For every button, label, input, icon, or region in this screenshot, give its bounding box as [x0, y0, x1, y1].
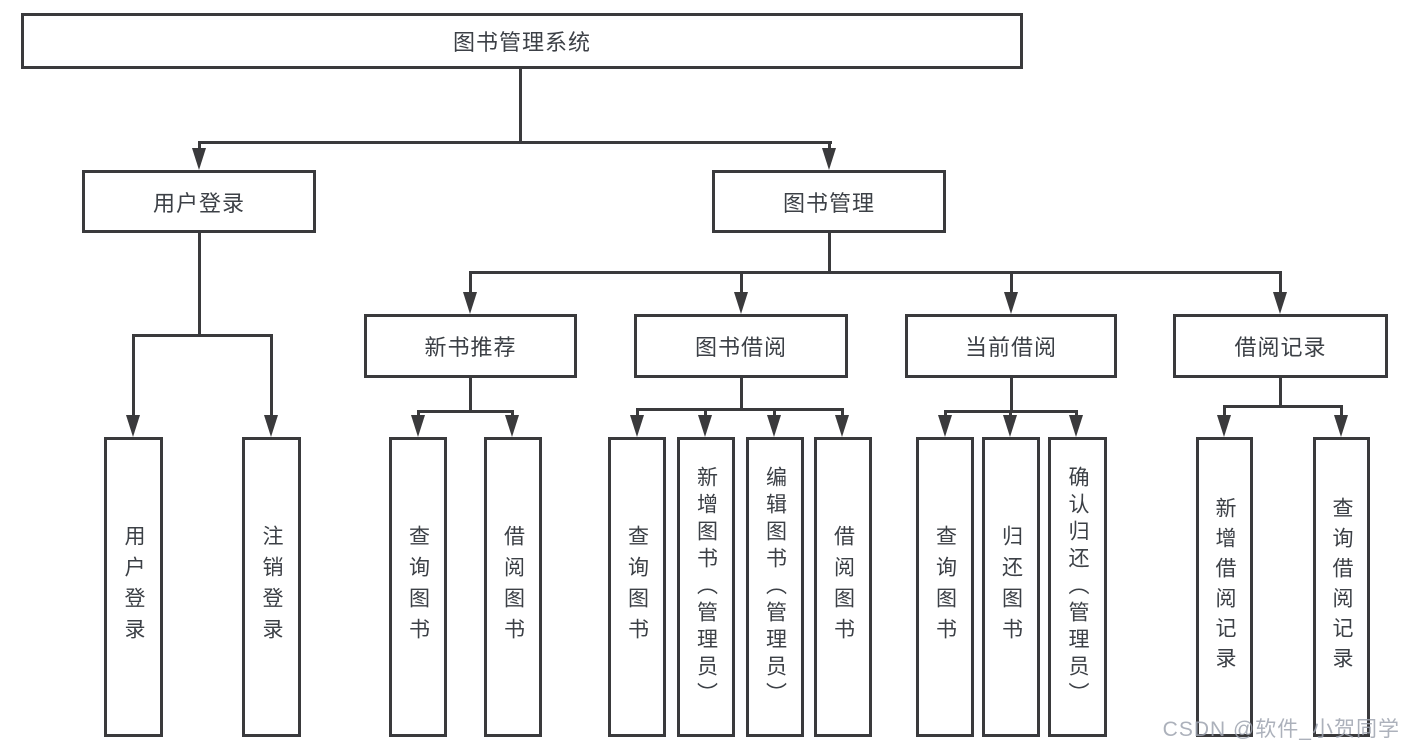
connector-root-to-user-login [198, 141, 201, 151]
node-user-login: 用户登录 [82, 170, 316, 233]
node-book-mgmt-label: 图书管理 [782, 190, 875, 216]
connector-new-book-rec-trunk [469, 378, 472, 412]
connector-root-trunk [519, 69, 522, 143]
connector-to-leaf-user-login [132, 334, 135, 419]
leaf-logout: 注销登录 [242, 437, 301, 737]
connector-to-leaf-logout [270, 334, 273, 419]
leaf-bb-edit-book: 编辑图书（管理员） [746, 437, 804, 737]
connector-borrow-records-hbar [1223, 405, 1343, 408]
node-borrow-records-label: 借阅记录 [1234, 335, 1327, 360]
connector-user-login-hbar [132, 334, 272, 337]
arrow-to-current-borrow [1004, 292, 1018, 314]
connector-to-cb-confirm [1075, 410, 1078, 418]
leaf-bb-borrow-book-label: 借阅图书 [831, 525, 855, 649]
leaf-user-login-label: 用户登录 [122, 525, 145, 649]
leaf-user-login: 用户登录 [104, 437, 163, 737]
leaf-br-query-record: 查询借阅记录 [1313, 437, 1370, 737]
node-book-borrow: 图书借阅 [634, 314, 848, 378]
arrow-to-cb-confirm [1069, 415, 1083, 437]
node-book-mgmt: 图书管理 [712, 170, 946, 233]
leaf-cb-return-book-label: 归还图书 [999, 525, 1023, 649]
arrow-to-user-login [192, 148, 206, 170]
leaf-bb-add-book-label: 新增图书（管理员） [694, 465, 718, 709]
node-root: 图书管理系统 [21, 13, 1023, 69]
leaf-bb-borrow-book: 借阅图书 [814, 437, 872, 737]
connector-borrow-records-trunk [1279, 378, 1282, 407]
arrow-to-book-borrow [734, 292, 748, 314]
connector-book-borrow-trunk [740, 378, 743, 410]
connector-root-hbar [198, 141, 832, 144]
arrow-to-rec-query [411, 415, 425, 437]
arrow-to-borrow-records [1273, 292, 1287, 314]
leaf-cb-confirm-return-label: 确认归还（管理员） [1066, 465, 1089, 709]
connector-to-book-borrow [740, 271, 743, 296]
connector-to-cb-query [944, 410, 947, 418]
connector-to-bb-add [704, 408, 707, 418]
arrow-to-leaf-logout [264, 415, 278, 437]
node-current-borrow: 当前借阅 [905, 314, 1117, 378]
arrow-to-new-book-rec [463, 292, 477, 314]
arrow-to-bb-edit [767, 415, 781, 437]
connector-new-book-rec-hbar [417, 410, 514, 413]
connector-root-to-book-mgmt [828, 141, 831, 151]
arrow-to-bb-add [698, 415, 712, 437]
node-book-borrow-label: 图书借阅 [694, 335, 787, 360]
connector-to-br-query [1340, 405, 1343, 417]
connector-to-rec-borrow [511, 410, 514, 418]
connector-book-borrow-hbar [636, 408, 844, 411]
arrow-to-book-mgmt [822, 148, 836, 170]
connector-to-bb-edit [773, 408, 776, 418]
connector-to-borrow-records [1279, 271, 1282, 296]
connector-to-br-add [1223, 405, 1226, 417]
connector-to-bb-query [636, 408, 639, 418]
leaf-br-query-record-label: 查询借阅记录 [1330, 497, 1353, 677]
node-current-borrow-label: 当前借阅 [964, 335, 1057, 360]
leaf-cb-query-book: 查询图书 [916, 437, 974, 737]
arrow-to-cb-query [938, 415, 952, 437]
leaf-bb-query-book-label: 查询图书 [625, 525, 649, 649]
leaf-br-add-record: 新增借阅记录 [1196, 437, 1253, 737]
connector-to-bb-borrow [841, 408, 844, 418]
leaf-cb-return-book: 归还图书 [982, 437, 1040, 737]
node-root-label: 图书管理系统 [452, 30, 591, 55]
leaf-cb-query-book-label: 查询图书 [933, 525, 957, 649]
arrow-to-br-query [1334, 415, 1348, 437]
leaf-rec-query-book: 查询图书 [389, 437, 447, 737]
connector-current-borrow-trunk [1010, 378, 1013, 412]
arrow-to-br-add [1217, 415, 1231, 437]
leaf-bb-add-book: 新增图书（管理员） [677, 437, 735, 737]
arrow-to-bb-query [630, 415, 644, 437]
node-borrow-records: 借阅记录 [1173, 314, 1388, 378]
connector-to-new-book-rec [469, 271, 472, 296]
arrow-to-leaf-user-login [126, 415, 140, 437]
connector-user-login-trunk [198, 233, 201, 336]
connector-to-cb-return [1009, 410, 1012, 418]
arrow-to-cb-return [1003, 415, 1017, 437]
connector-to-rec-query [417, 410, 420, 418]
arrow-to-bb-borrow [835, 415, 849, 437]
leaf-rec-borrow-book-label: 借阅图书 [501, 525, 525, 649]
leaf-rec-borrow-book: 借阅图书 [484, 437, 542, 737]
connector-book-mgmt-trunk [828, 233, 831, 273]
leaf-bb-query-book: 查询图书 [608, 437, 666, 737]
node-new-book-rec-label: 新书推荐 [424, 335, 517, 360]
leaf-bb-edit-book-label: 编辑图书（管理员） [763, 465, 787, 709]
leaf-logout-label: 注销登录 [260, 525, 283, 649]
arrow-to-rec-borrow [505, 415, 519, 437]
leaf-cb-confirm-return: 确认归还（管理员） [1048, 437, 1107, 737]
connector-book-mgmt-hbar [469, 271, 1282, 274]
leaf-br-add-record-label: 新增借阅记录 [1213, 497, 1236, 677]
node-new-book-rec: 新书推荐 [364, 314, 577, 378]
node-user-login-label: 用户登录 [152, 190, 245, 216]
leaf-rec-query-book-label: 查询图书 [406, 525, 430, 649]
connector-to-current-borrow [1010, 271, 1013, 296]
watermark: CSDN @软件_小贺同学 [1162, 718, 1400, 741]
